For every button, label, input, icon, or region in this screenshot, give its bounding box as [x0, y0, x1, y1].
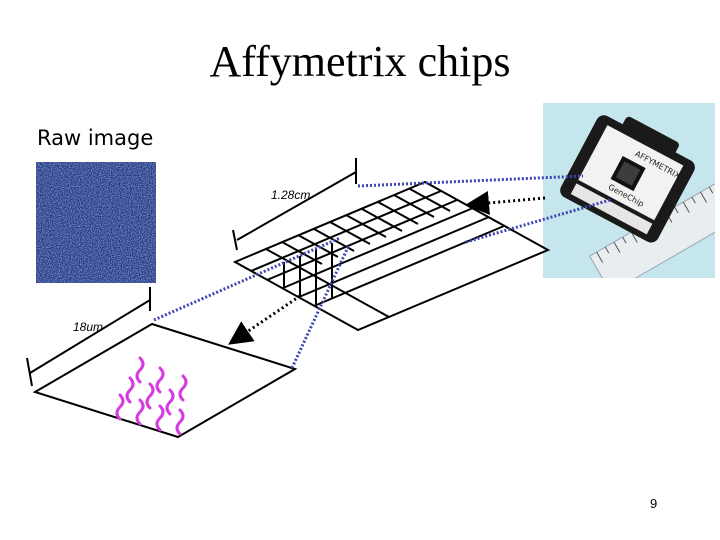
feature-size-label: 18um: [73, 320, 103, 334]
zoom-arrows: [228, 190, 546, 345]
raw-image-label: Raw image: [37, 126, 154, 150]
chip-cartridge: AFFYMETRIX GeneChip: [560, 115, 695, 243]
feature-dimension-marker: [26, 287, 151, 387]
probe-strands: [115, 356, 188, 436]
chip-dimension-marker: [232, 158, 357, 251]
chip-size-label: 1.28cm: [271, 188, 310, 202]
page-number: 9: [650, 496, 658, 511]
chip-plane: [232, 180, 551, 332]
zoom-connectors: [153, 174, 611, 369]
chip-photo: AFFYMETRIX GeneChip: [543, 103, 715, 278]
slide-title: Affymetrix chips: [209, 37, 511, 86]
feature-grid: [250, 188, 505, 318]
feature-plane: [32, 322, 298, 439]
raw-image: [36, 162, 156, 283]
